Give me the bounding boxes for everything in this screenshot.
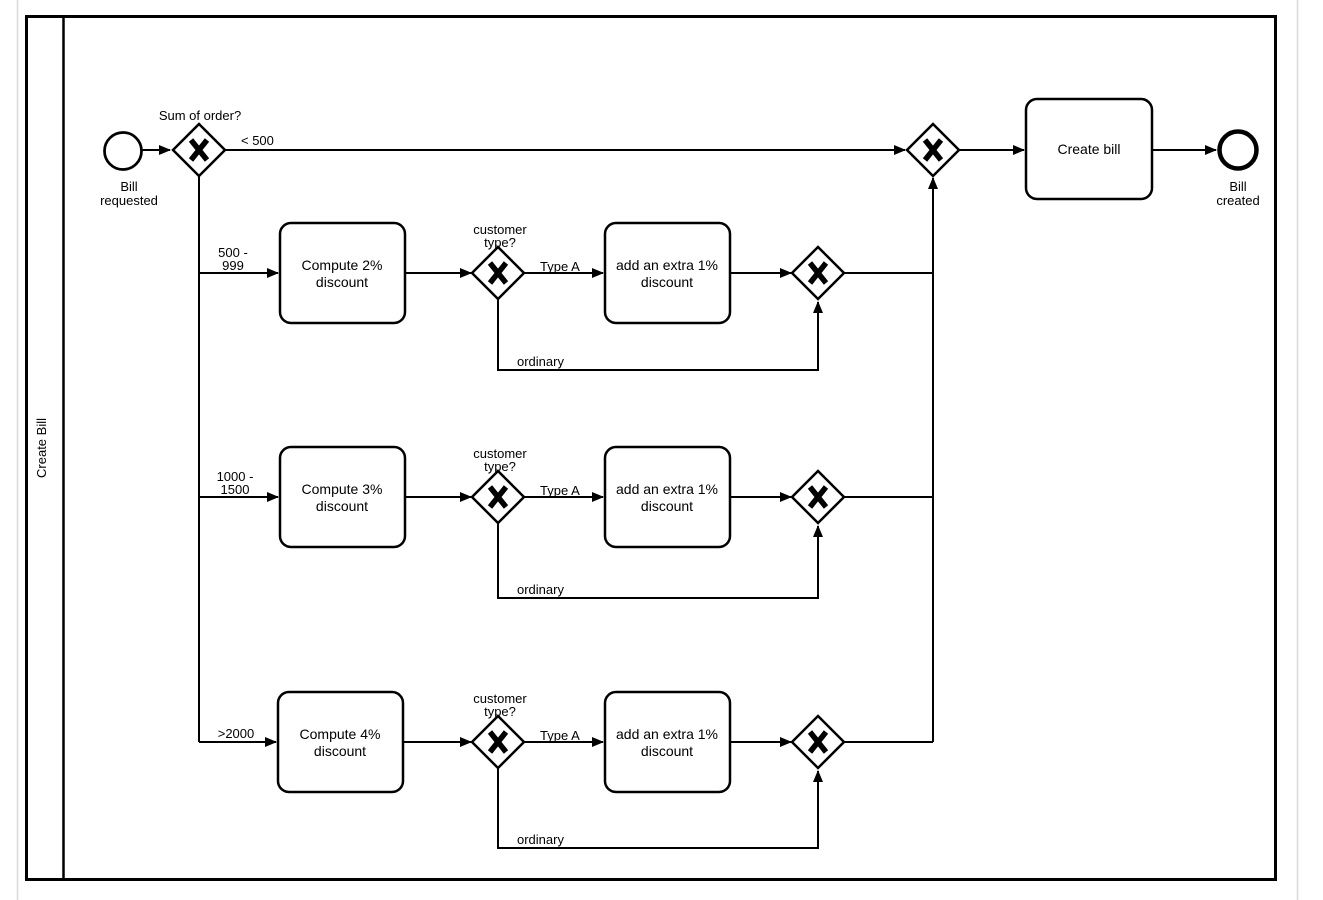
gateway-question: type? <box>484 704 516 719</box>
exclusive-gateway-x-icon <box>487 485 509 509</box>
pool-label: Create Bill <box>34 418 49 478</box>
ordinary-label: ordinary <box>517 832 564 847</box>
task-label: discount <box>316 274 368 290</box>
gateway-question: customer <box>473 222 527 237</box>
type-a-label: Type A <box>540 728 580 743</box>
type-a-label: Type A <box>540 483 580 498</box>
task-label: add an extra 1% <box>616 481 718 497</box>
exclusive-gateway-x-icon <box>487 261 509 285</box>
end-event-label-line2: created <box>1216 193 1259 208</box>
task-compute-3-discount <box>278 445 407 549</box>
exclusive-gateway-x-icon <box>807 485 829 509</box>
task-label: discount <box>314 743 366 759</box>
gateway-question: customer <box>473 691 527 706</box>
task-add-extra-discount <box>603 690 732 794</box>
condition-label: >2000 <box>218 726 255 741</box>
task-add-extra-discount <box>603 221 732 325</box>
exclusive-gateway-x-icon <box>922 138 944 162</box>
task-label: discount <box>641 274 693 290</box>
task-label: add an extra 1% <box>616 726 718 742</box>
task-label: Compute 2% <box>302 257 383 273</box>
condition-label: 1500 <box>221 482 250 497</box>
exclusive-gateway-x-icon <box>487 730 509 754</box>
condition-label-lt-500: < 500 <box>241 133 274 148</box>
gateway-question: type? <box>484 235 516 250</box>
task-label: discount <box>641 743 693 759</box>
end-event <box>1217 129 1259 171</box>
task-label: add an extra 1% <box>616 257 718 273</box>
gateway-question: customer <box>473 446 527 461</box>
task-label: Compute 3% <box>302 481 383 497</box>
flow-ordinary <box>497 523 823 599</box>
start-event-label-line2: requested <box>100 193 158 208</box>
ordinary-label: ordinary <box>517 354 564 369</box>
exclusive-gateway-x-icon <box>807 261 829 285</box>
condition-label: 999 <box>222 258 244 273</box>
gateway-question: type? <box>484 459 516 474</box>
task-label: discount <box>316 498 368 514</box>
type-a-label: Type A <box>540 259 580 274</box>
end-event-label-line1: Bill <box>1229 179 1246 194</box>
task-add-extra-discount <box>603 445 732 549</box>
task-label: Compute 4% <box>300 726 381 742</box>
task-label: discount <box>641 498 693 514</box>
condition-label: 500 - <box>218 245 248 260</box>
start-event <box>103 131 143 171</box>
ordinary-label: ordinary <box>517 582 564 597</box>
exclusive-gateway-x-icon <box>807 730 829 754</box>
flow-ordinary <box>497 299 823 371</box>
condition-label: 1000 - <box>217 469 254 484</box>
exclusive-gateway-x-icon <box>188 138 210 162</box>
branch-row-gt-2000: >2000 Compute 4% discount customer type?… <box>199 690 933 849</box>
branch-row-1000-1500: 1000 - 1500 Compute 3% discount customer… <box>199 445 933 599</box>
split-gateway-question: Sum of order? <box>159 108 241 123</box>
branch-row-500-999: 500 - 999 Compute 2% discount customer t… <box>199 221 933 371</box>
task-compute-2-discount <box>278 221 407 325</box>
task-compute-4-discount <box>276 690 405 794</box>
flow-ordinary <box>497 768 823 849</box>
task-create-bill-label: Create bill <box>1057 141 1120 157</box>
start-event-label-line1: Bill <box>120 179 137 194</box>
